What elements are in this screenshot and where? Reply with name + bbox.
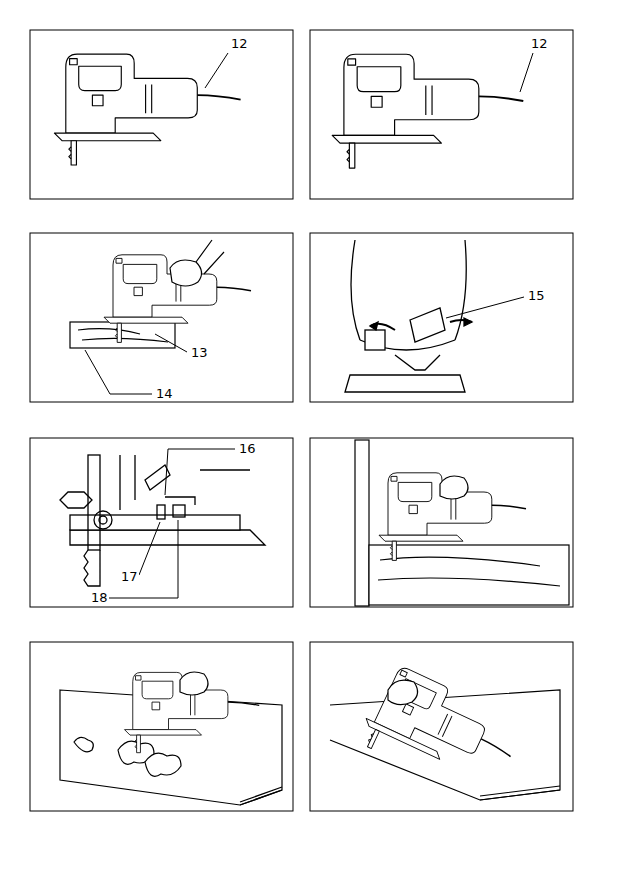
wood-board bbox=[70, 322, 175, 348]
panel-frame bbox=[30, 233, 293, 402]
callout-number: 17 bbox=[120, 570, 139, 584]
callout-number: 14 bbox=[155, 387, 174, 401]
base-closeup bbox=[60, 455, 265, 586]
panel-frame bbox=[30, 642, 293, 811]
jigsaw bbox=[54, 54, 240, 165]
panel-frame bbox=[310, 642, 573, 811]
jigsaw bbox=[332, 54, 523, 168]
callout-number: 13 bbox=[190, 346, 209, 360]
panel-frame bbox=[310, 233, 573, 402]
leader-lines bbox=[85, 53, 533, 598]
hand bbox=[180, 672, 208, 695]
hand bbox=[388, 680, 418, 704]
hand bbox=[440, 476, 468, 499]
board bbox=[330, 690, 560, 800]
jigsaw bbox=[104, 255, 251, 343]
callout-number: 12 bbox=[530, 37, 549, 51]
panel-frame bbox=[310, 438, 573, 607]
jigsaw bbox=[379, 473, 526, 561]
jigsaw bbox=[125, 672, 260, 752]
callout-number: 15 bbox=[527, 289, 546, 303]
jigsaw bbox=[356, 662, 526, 804]
arm bbox=[196, 240, 224, 274]
callout-number: 12 bbox=[230, 37, 249, 51]
hand bbox=[170, 260, 202, 286]
panel-frame bbox=[30, 30, 293, 199]
panel-frame bbox=[30, 438, 293, 607]
panel-frame bbox=[310, 30, 573, 199]
wall-and-board bbox=[355, 440, 569, 606]
callout-number: 18 bbox=[90, 591, 109, 605]
callout-number: 16 bbox=[238, 442, 257, 456]
